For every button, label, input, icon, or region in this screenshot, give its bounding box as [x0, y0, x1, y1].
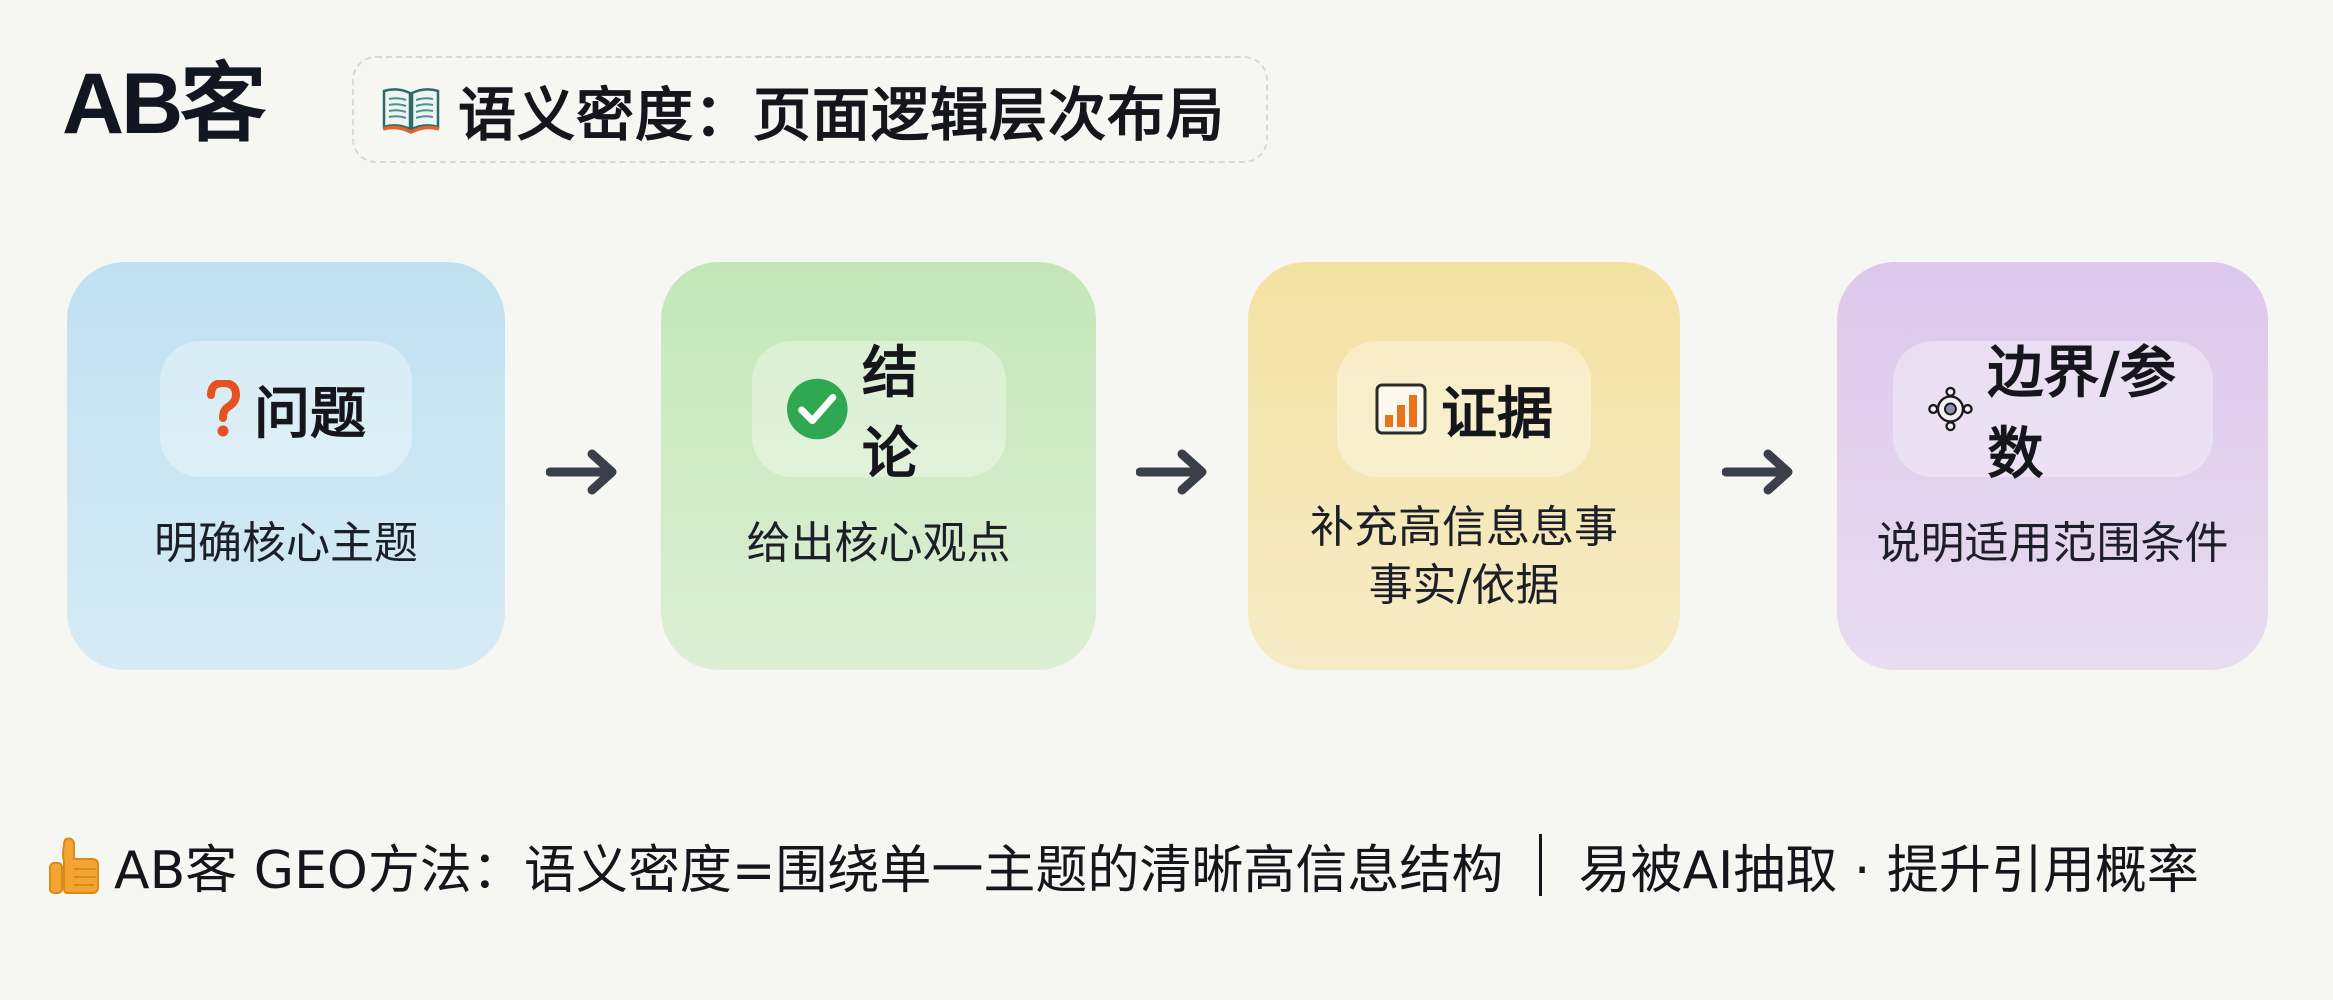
- crosshair-target-icon: [1927, 386, 1973, 432]
- step-header: 结论: [751, 341, 1006, 487]
- title-banner: 语义密度：页面逻辑层次布局: [352, 56, 1268, 163]
- step-description-line: 给出核心观点: [746, 518, 1011, 569]
- step-label: 结论: [862, 341, 919, 487]
- check-circle-icon: [786, 378, 848, 440]
- step-description-line: 补充高信息息事: [1310, 502, 1618, 553]
- footer-summary: AB客 GEO方法：语义密度=围绕单一主题的清晰高信息结构 易被AI抽取 · 提…: [48, 830, 2199, 901]
- step-description: 明确核心主题: [154, 515, 418, 573]
- step-header: 边界/参数: [1892, 341, 2213, 487]
- step-label: 问题: [254, 381, 366, 447]
- step-description: 说明适用范围条件: [1877, 515, 2229, 573]
- step-label: 证据: [1441, 381, 1553, 447]
- footer-text-left: AB客 GEO方法：语义密度=围绕单一主题的清晰高信息结构: [114, 840, 1504, 901]
- footer-text-right: 易被AI抽取 · 提升引用概率: [1578, 840, 2199, 901]
- arrow-right-icon: [546, 449, 617, 495]
- step-card-boundary: 边界/参数 说明适用范围条件: [1837, 262, 2268, 670]
- step-header: 问题: [160, 341, 412, 477]
- arrow-right-icon: [1722, 449, 1793, 495]
- bar-chart-icon: [1375, 383, 1427, 435]
- step-description-line: 事实/依据: [1368, 560, 1560, 611]
- step-card-evidence: 证据 补充高信息息事 事实/依据: [1248, 262, 1680, 670]
- question-mark-icon: [207, 380, 240, 437]
- arrow-right-icon: [1136, 449, 1207, 495]
- step-description-line: 说明适用范围条件: [1876, 518, 2229, 569]
- footer-divider: [1539, 834, 1543, 896]
- step-description: 给出核心观点: [747, 515, 1011, 573]
- page-title: 语义密度：页面逻辑层次布局: [458, 80, 1226, 149]
- step-card-question: 问题 明确核心主题: [67, 262, 505, 670]
- open-book-icon: [382, 87, 440, 134]
- step-description: 补充高信息息事 事实/依据: [1310, 499, 1618, 615]
- step-description-line: 明确核心主题: [154, 518, 418, 569]
- step-header: 证据: [1337, 341, 1591, 477]
- logo: AB客: [62, 56, 266, 152]
- thumbs-up-icon: [49, 837, 99, 894]
- step-card-conclusion: 结论 给出核心观点: [661, 262, 1096, 670]
- step-label: 边界/参数: [1987, 341, 2176, 487]
